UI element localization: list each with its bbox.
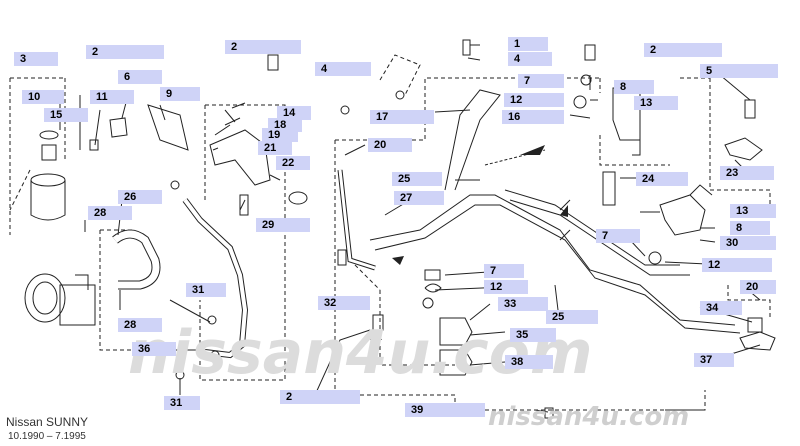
callout-37[interactable]: 37: [694, 353, 734, 367]
callout-28[interactable]: 28: [88, 206, 132, 220]
callout-16[interactable]: 16: [502, 110, 564, 124]
callout-25[interactable]: 25: [546, 310, 598, 324]
callout-8[interactable]: 8: [614, 80, 654, 94]
watermark-corner: nissan4u.com: [488, 402, 690, 432]
callout-13[interactable]: 13: [730, 204, 776, 218]
callout-20[interactable]: 20: [368, 138, 412, 152]
callout-21[interactable]: 21: [258, 141, 292, 155]
callout-2[interactable]: 2: [644, 43, 722, 57]
callout-32[interactable]: 32: [318, 296, 370, 310]
callout-38[interactable]: 38: [505, 355, 553, 369]
production-dates-label: 10.1990 – 7.1995: [8, 431, 86, 442]
callout-34[interactable]: 34: [700, 301, 742, 315]
callout-13[interactable]: 13: [634, 96, 678, 110]
callout-6[interactable]: 6: [118, 70, 162, 84]
callout-28[interactable]: 28: [118, 318, 162, 332]
callout-7[interactable]: 7: [484, 264, 524, 278]
callout-12[interactable]: 12: [702, 258, 772, 272]
callout-27[interactable]: 27: [394, 191, 444, 205]
callout-23[interactable]: 23: [720, 166, 774, 180]
callout-36[interactable]: 36: [132, 342, 176, 356]
callout-19[interactable]: 19: [262, 128, 298, 142]
callout-2[interactable]: 2: [280, 390, 360, 404]
callout-15[interactable]: 15: [44, 108, 88, 122]
callout-12[interactable]: 12: [504, 93, 564, 107]
callout-35[interactable]: 35: [510, 328, 556, 342]
callout-7[interactable]: 7: [518, 74, 564, 88]
callout-2[interactable]: 2: [225, 40, 301, 54]
callout-25[interactable]: 25: [392, 172, 442, 186]
callout-24[interactable]: 24: [636, 172, 688, 186]
callout-3[interactable]: 3: [14, 52, 58, 66]
callout-17[interactable]: 17: [370, 110, 434, 124]
callout-2[interactable]: 2: [86, 45, 164, 59]
vehicle-model-label: Nissan SUNNY: [6, 415, 89, 429]
callout-11[interactable]: 11: [90, 90, 134, 104]
callout-1[interactable]: 1: [508, 37, 548, 51]
callout-4[interactable]: 4: [508, 52, 552, 66]
callout-26[interactable]: 26: [118, 190, 162, 204]
callout-22[interactable]: 22: [276, 156, 310, 170]
callout-14[interactable]: 14: [277, 106, 311, 120]
callout-7[interactable]: 7: [596, 229, 640, 243]
callout-12[interactable]: 12: [484, 280, 528, 294]
callout-8[interactable]: 8: [730, 221, 770, 235]
callout-9[interactable]: 9: [160, 87, 200, 101]
callout-31[interactable]: 31: [186, 283, 226, 297]
callout-39[interactable]: 39: [405, 403, 485, 417]
callout-4[interactable]: 4: [315, 62, 371, 76]
callout-31[interactable]: 31: [164, 396, 200, 410]
callout-33[interactable]: 33: [498, 297, 548, 311]
callout-10[interactable]: 10: [22, 90, 64, 104]
callout-30[interactable]: 30: [720, 236, 776, 250]
callout-20[interactable]: 20: [740, 280, 776, 294]
callout-5[interactable]: 5: [700, 64, 778, 78]
callout-29[interactable]: 29: [256, 218, 310, 232]
